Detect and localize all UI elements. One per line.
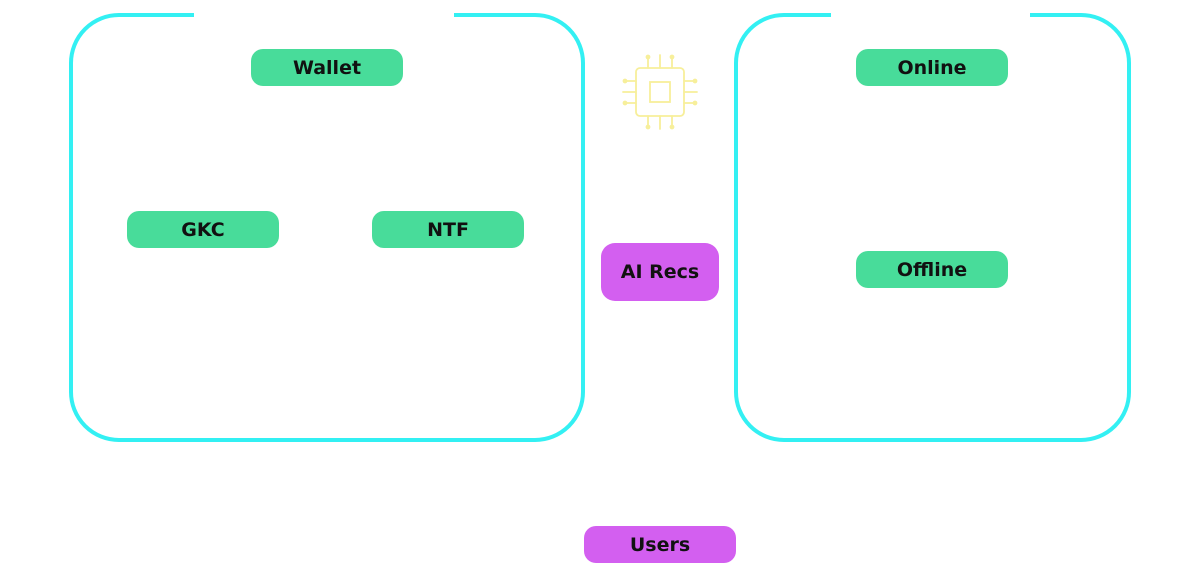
ai-recs-node: AI Recs xyxy=(601,243,719,301)
wallet-node: Wallet xyxy=(251,49,403,86)
ntf-node: NTF xyxy=(372,211,524,248)
offline-node: Offline xyxy=(856,251,1008,288)
users-node: Users xyxy=(584,526,736,563)
channel-frame-gap xyxy=(831,10,1030,18)
online-node: Online xyxy=(856,49,1008,86)
wallet-frame-gap xyxy=(194,10,454,18)
cpu-chip-icon xyxy=(622,54,698,130)
gkc-node: GKC xyxy=(127,211,279,248)
